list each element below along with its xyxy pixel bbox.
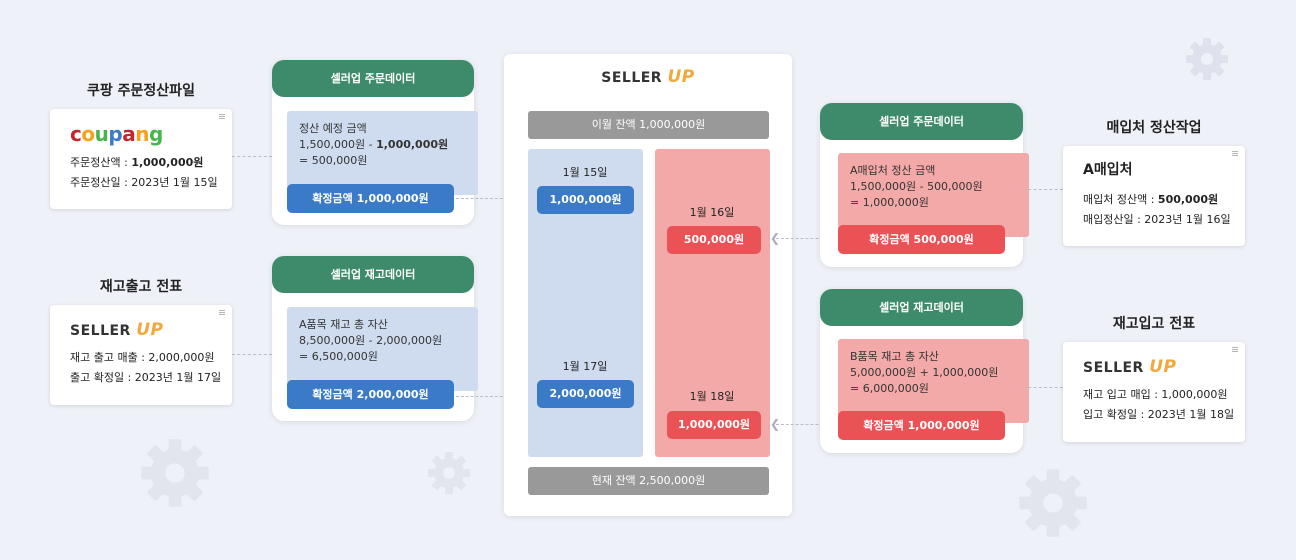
coupang-settlement-date: 주문정산일 : 2023년 1월 15일 — [70, 176, 218, 189]
purchase-info-box: A매입처 정산 금액 1,500,000원 - 500,000원 = 1,000… — [838, 153, 1029, 237]
confirmed-amount-button[interactable]: 확정금액 2,000,000원 — [287, 380, 454, 409]
info-line: 5,000,000원 + 1,000,000원 — [850, 366, 999, 379]
gear-icon — [1019, 469, 1087, 537]
coupang-settlement-amount: 주문정산액 : 1,000,000원 — [70, 156, 204, 169]
entry-date: 1월 17일 — [562, 360, 608, 373]
entry-amount-jan18[interactable]: 1,000,000원 — [667, 411, 761, 439]
confirmed-amount-button[interactable]: 확정금액 1,000,000원 — [838, 411, 1005, 440]
info-line: 1,500,000원 - 500,000원 — [850, 180, 983, 193]
menu-icon — [219, 310, 225, 316]
entry-amount-jan16[interactable]: 500,000원 — [667, 226, 761, 254]
current-balance: 현재 잔액 2,500,000원 — [528, 467, 769, 495]
stock-out-amount: 재고 출고 매출 : 2,000,000원 — [70, 351, 215, 364]
right-order-data-card: 셀러업 주문데이터 A매입처 정산 금액 1,500,000원 - 500,00… — [820, 103, 1029, 267]
left-stock-data-card: 셀러업 재고데이터 A품목 재고 총 자산 8,500,000원 - 2,000… — [272, 256, 478, 421]
menu-icon — [1232, 151, 1238, 157]
stock-in-amount: 재고 입고 매입 : 1,000,000원 — [1083, 388, 1228, 401]
info-line: 1,500,000원 - 1,000,000원 — [299, 138, 449, 151]
card-header: 셀러업 재고데이터 — [272, 256, 474, 293]
connector-line — [776, 238, 838, 239]
stock-out-source-title: 재고출고 전표 — [99, 279, 183, 295]
connector-line — [456, 396, 522, 397]
connector-line — [1023, 387, 1063, 388]
card-header: 셀러업 주문데이터 — [820, 103, 1023, 140]
connector-line — [456, 198, 522, 199]
confirmed-amount-button[interactable]: 확정금액 1,000,000원 — [287, 184, 454, 213]
info-line: = 500,000원 — [299, 154, 368, 167]
purchase-source-card: A매입처 매입처 정산액 : 500,000원 매입정산일 : 2023년 1월… — [1063, 146, 1245, 246]
connector-line — [232, 156, 272, 157]
menu-icon — [219, 114, 225, 120]
gear-icon — [141, 439, 209, 507]
connector-line — [232, 354, 272, 355]
info-line: B품목 재고 총 자산 — [850, 350, 939, 363]
connector-line — [1023, 189, 1063, 190]
stock-in-source-card: SELLER UP 재고 입고 매입 : 1,000,000원 입고 확정일 :… — [1063, 342, 1245, 442]
info-line: 8,500,000원 - 2,000,000원 — [299, 334, 443, 347]
info-line: A품목 재고 총 자산 — [299, 318, 388, 331]
coupang-logo: coupang — [70, 122, 163, 146]
info-line: = 6,000,000원 — [850, 382, 929, 395]
info-line: = 6,500,000원 — [299, 350, 378, 363]
settlement-info-box: 정산 예정 금액 1,500,000원 - 1,000,000원 = 500,0… — [287, 111, 478, 195]
expense-column — [655, 149, 770, 457]
stock-out-source-card: SELLER UP 재고 출고 매출 : 2,000,000원 출고 확정일 :… — [50, 305, 232, 405]
stock-out-date: 출고 확정일 : 2023년 1월 17일 — [70, 371, 222, 384]
sellerup-ledger-panel: SELLER UP 이월 잔액 1,000,000원 1월 15일 1,000,… — [504, 54, 792, 516]
stock-info-box: A품목 재고 총 자산 8,500,000원 - 2,000,000원 = 6,… — [287, 307, 478, 391]
info-line: A매입처 정산 금액 — [850, 164, 936, 177]
sellerup-logo: SELLER UP — [1083, 357, 1177, 377]
stock-in-date: 입고 확정일 : 2023년 1월 18일 — [1083, 408, 1235, 421]
purchase-source-title: 매입처 정산작업 — [1106, 120, 1202, 136]
vendor-settlement-date: 매입정산일 : 2023년 1월 16일 — [1083, 213, 1231, 226]
menu-icon — [1232, 347, 1238, 353]
entry-date: 1월 16일 — [689, 206, 735, 219]
sellerup-logo: SELLER UP — [601, 67, 695, 87]
gear-icon — [428, 452, 470, 494]
carryover-balance: 이월 잔액 1,000,000원 — [528, 111, 769, 139]
arrow-left-icon: ❮ — [770, 231, 781, 245]
gear-icon — [1186, 38, 1228, 80]
sellerup-logo: SELLER UP — [70, 320, 164, 340]
vendor-name: A매입처 — [1083, 162, 1133, 178]
stock-in-source-title: 재고입고 전표 — [1112, 316, 1196, 332]
left-order-data-card: 셀러업 주문데이터 정산 예정 금액 1,500,000원 - 1,000,00… — [272, 60, 478, 225]
vendor-settlement-amount: 매입처 정산액 : 500,000원 — [1083, 193, 1219, 206]
entry-date: 1월 18일 — [689, 390, 735, 403]
connector-line — [776, 424, 838, 425]
entry-amount-jan15[interactable]: 1,000,000원 — [537, 186, 634, 214]
info-line: 정산 예정 금액 — [299, 122, 367, 135]
entry-date: 1월 15일 — [562, 166, 608, 179]
card-header: 셀러업 재고데이터 — [820, 289, 1023, 326]
info-line: = 1,000,000원 — [850, 196, 929, 209]
card-header: 셀러업 주문데이터 — [272, 60, 474, 97]
entry-amount-jan17[interactable]: 2,000,000원 — [537, 380, 634, 408]
coupang-source-card: coupang 주문정산액 : 1,000,000원 주문정산일 : 2023년… — [50, 109, 232, 209]
arrow-left-icon: ❮ — [770, 417, 781, 431]
right-stock-data-card: 셀러업 재고데이터 B품목 재고 총 자산 5,000,000원 + 1,000… — [820, 289, 1029, 453]
stock-info-box: B품목 재고 총 자산 5,000,000원 + 1,000,000원 = 6,… — [838, 339, 1029, 423]
coupang-source-title: 쿠팡 주문정산파일 — [87, 83, 195, 99]
confirmed-amount-button[interactable]: 확정금액 500,000원 — [838, 225, 1005, 254]
